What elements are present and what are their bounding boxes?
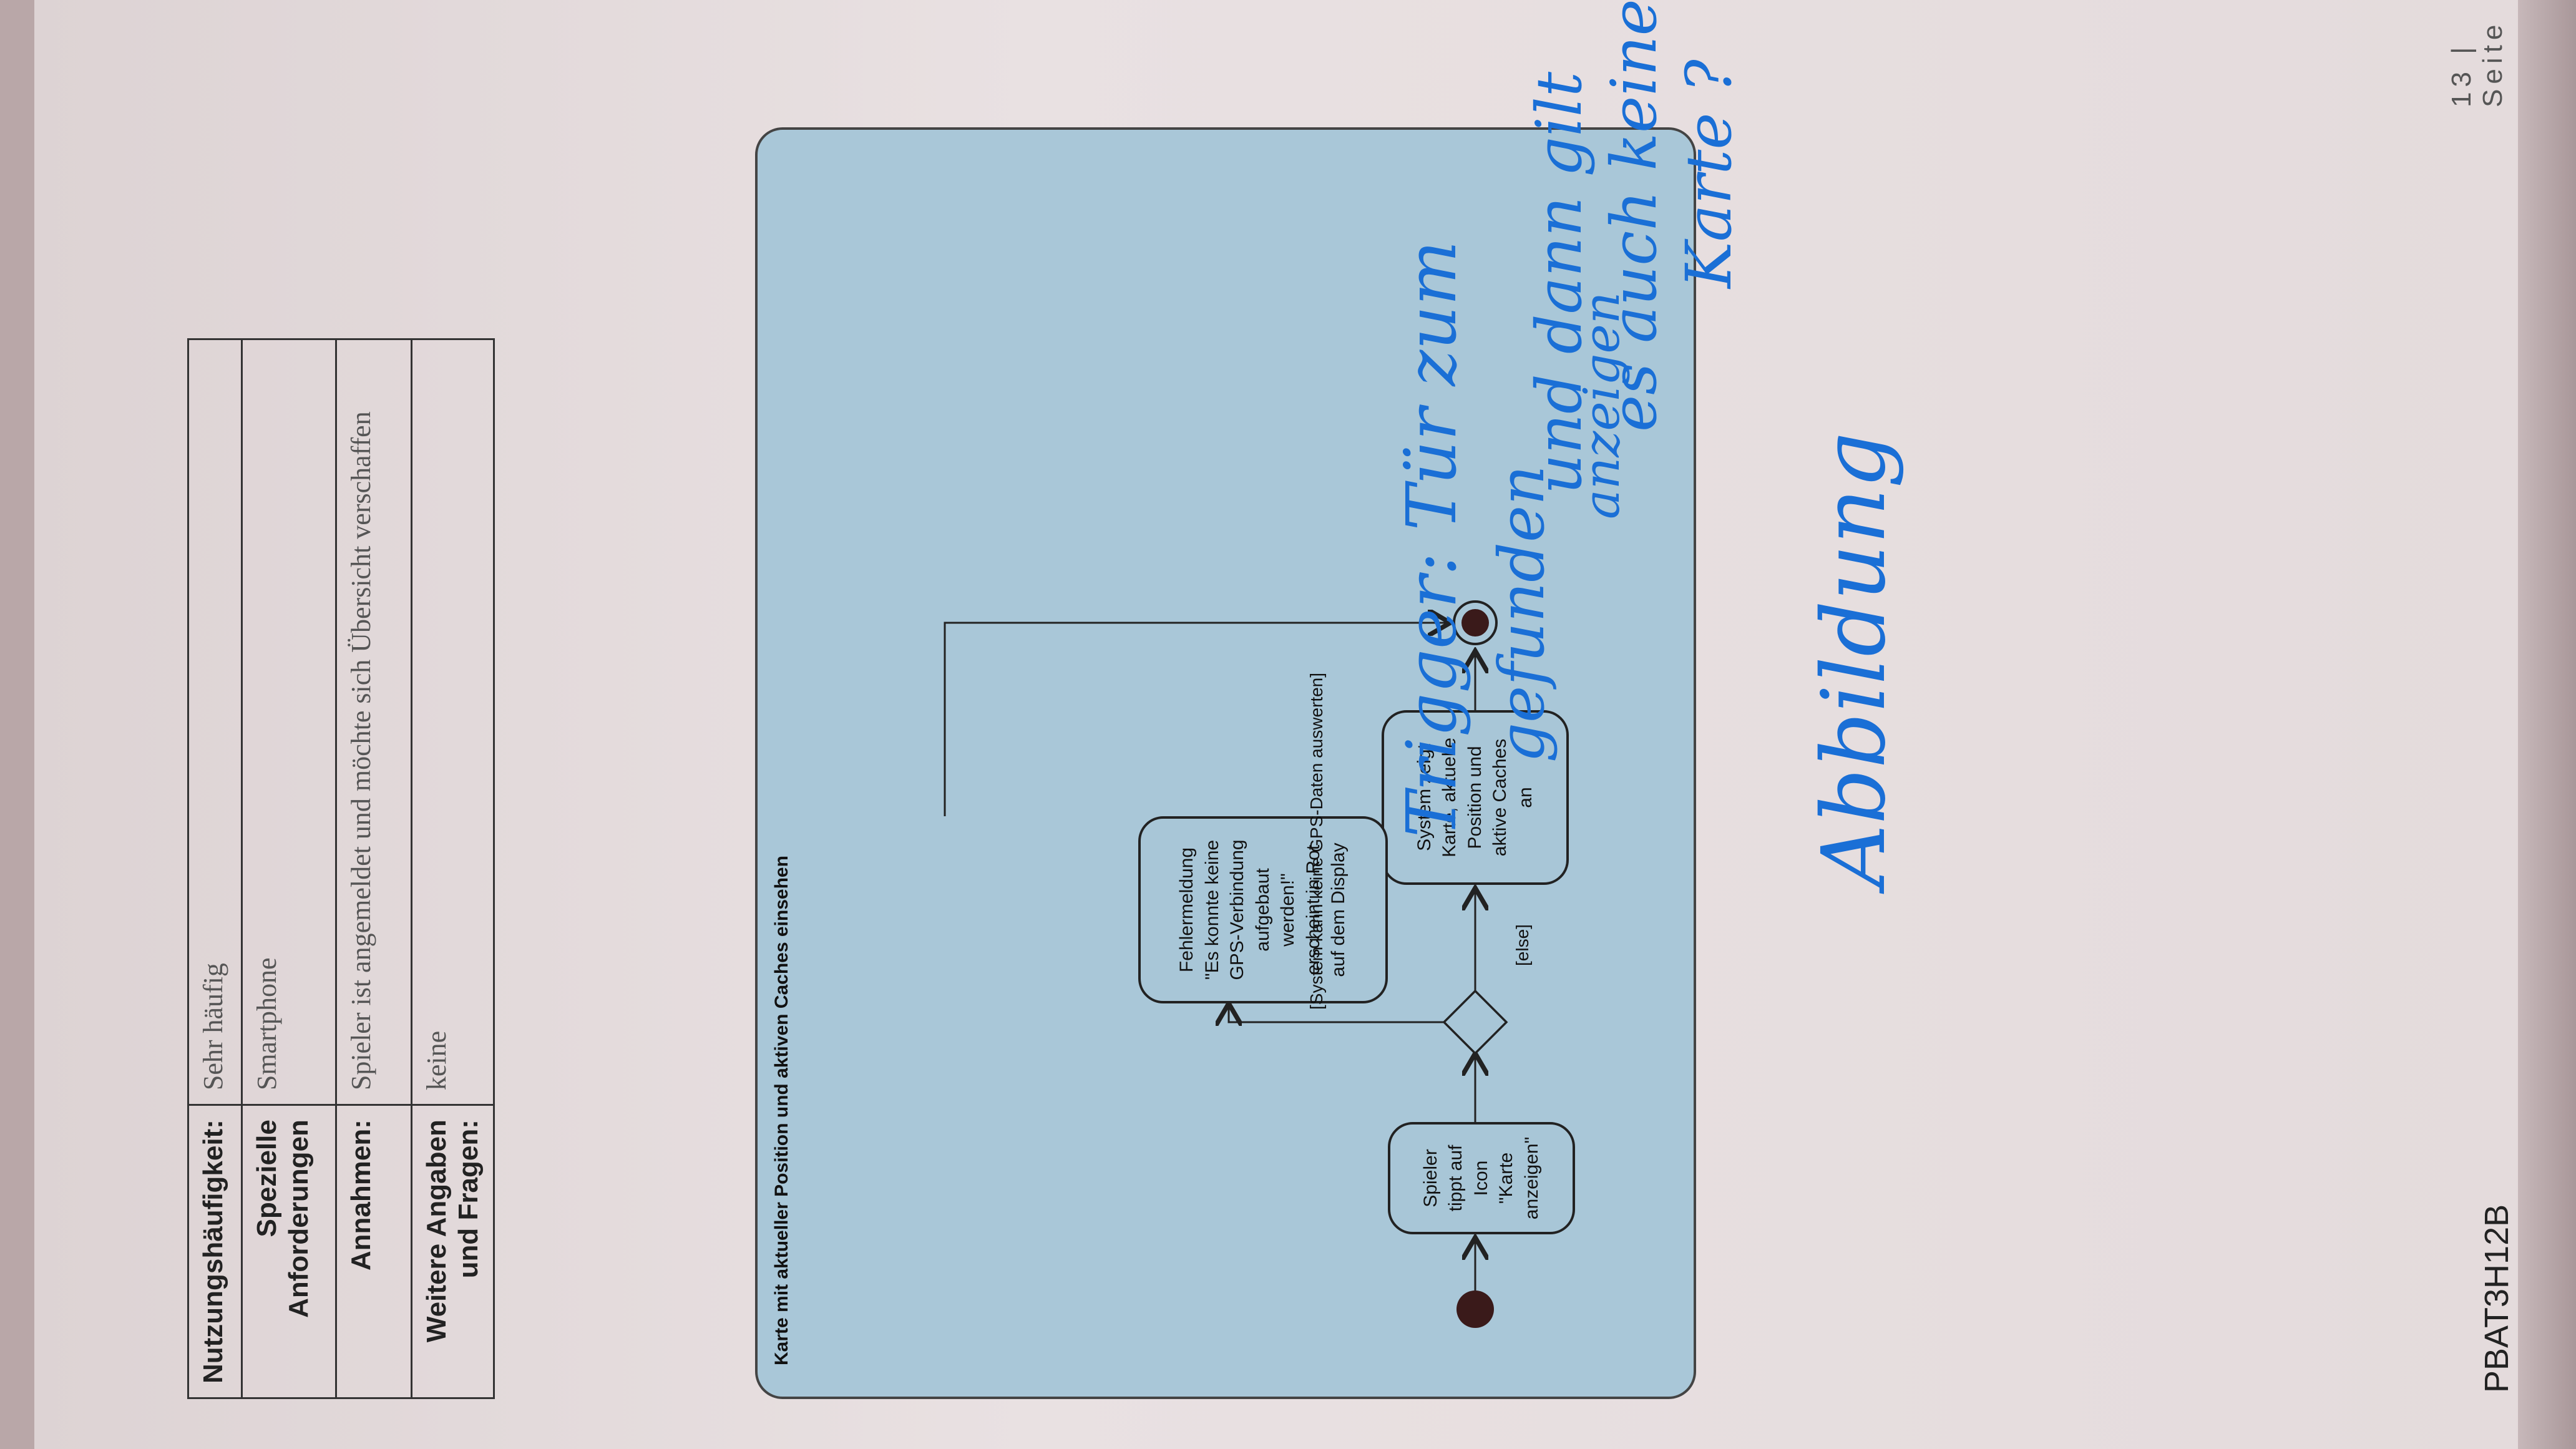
row-label: Annahmen: (336, 1105, 412, 1398)
use-case-table: Nutzungshäufigkeit: Sehr häufig Speziell… (187, 338, 495, 1399)
handwriting-show: anzeigen (1573, 291, 1631, 519)
table-row: Weitere Angaben und Fragen: keine (411, 339, 494, 1398)
paper-edge (2518, 0, 2576, 1449)
edge-decision-to-error (1229, 1003, 1444, 1022)
action-tap-icon-label: Spieler tippt auf Icon "Karte anzeigen" (1420, 1136, 1542, 1220)
row-label: Spezielle Anforderungen (242, 1105, 336, 1398)
diagram-edges (944, 600, 1508, 1328)
row-label: Weitere Angaben und Fragen: (411, 1105, 494, 1398)
edge-error-to-end (944, 623, 1450, 816)
diagram-title: Karte mit aktueller Position und aktiven… (771, 856, 792, 1365)
handwriting-trigger-2: gefunden (1485, 465, 1558, 763)
guard-no-gps: [System kann keine GPS-Daten auswerten] (1307, 672, 1326, 1010)
activity-diagram: Karte mit aktueller Position und aktiven… (755, 127, 1696, 1399)
row-value: Smartphone (242, 339, 336, 1105)
handwriting-figure: Abbildung (1803, 432, 1905, 887)
row-value: Spieler ist angemeldet und möchte sich Ü… (336, 339, 412, 1105)
footer-code: PBAT3H12B (2478, 1204, 2515, 1393)
decision-node (1442, 989, 1508, 1055)
end-node (1453, 600, 1498, 645)
row-value: Sehr häufig (188, 339, 242, 1105)
end-node-core (1461, 609, 1489, 637)
start-node (1456, 1290, 1494, 1328)
table-row: Spezielle Anforderungen Smartphone (242, 339, 336, 1398)
guard-else: [else] (1513, 924, 1532, 966)
row-label: Nutzungshäufigkeit: (188, 1105, 242, 1398)
action-error-message: Fehlermeldung "Es konnte keine GPS-Verbi… (1138, 816, 1388, 1003)
handwriting-trigger-1: Trigger: Tür zum (1392, 240, 1471, 837)
table-row: Annahmen: Spieler ist angemeldet und möc… (336, 339, 412, 1398)
action-tap-icon: Spieler tippt auf Icon "Karte anzeigen" (1388, 1122, 1575, 1234)
handwriting-and-then-3: Karte ? (1672, 59, 1745, 288)
table-row: Nutzungshäufigkeit: Sehr häufig (188, 339, 242, 1398)
row-value: keine (411, 339, 494, 1105)
page-number: 13 | Seite (2446, 19, 2508, 107)
